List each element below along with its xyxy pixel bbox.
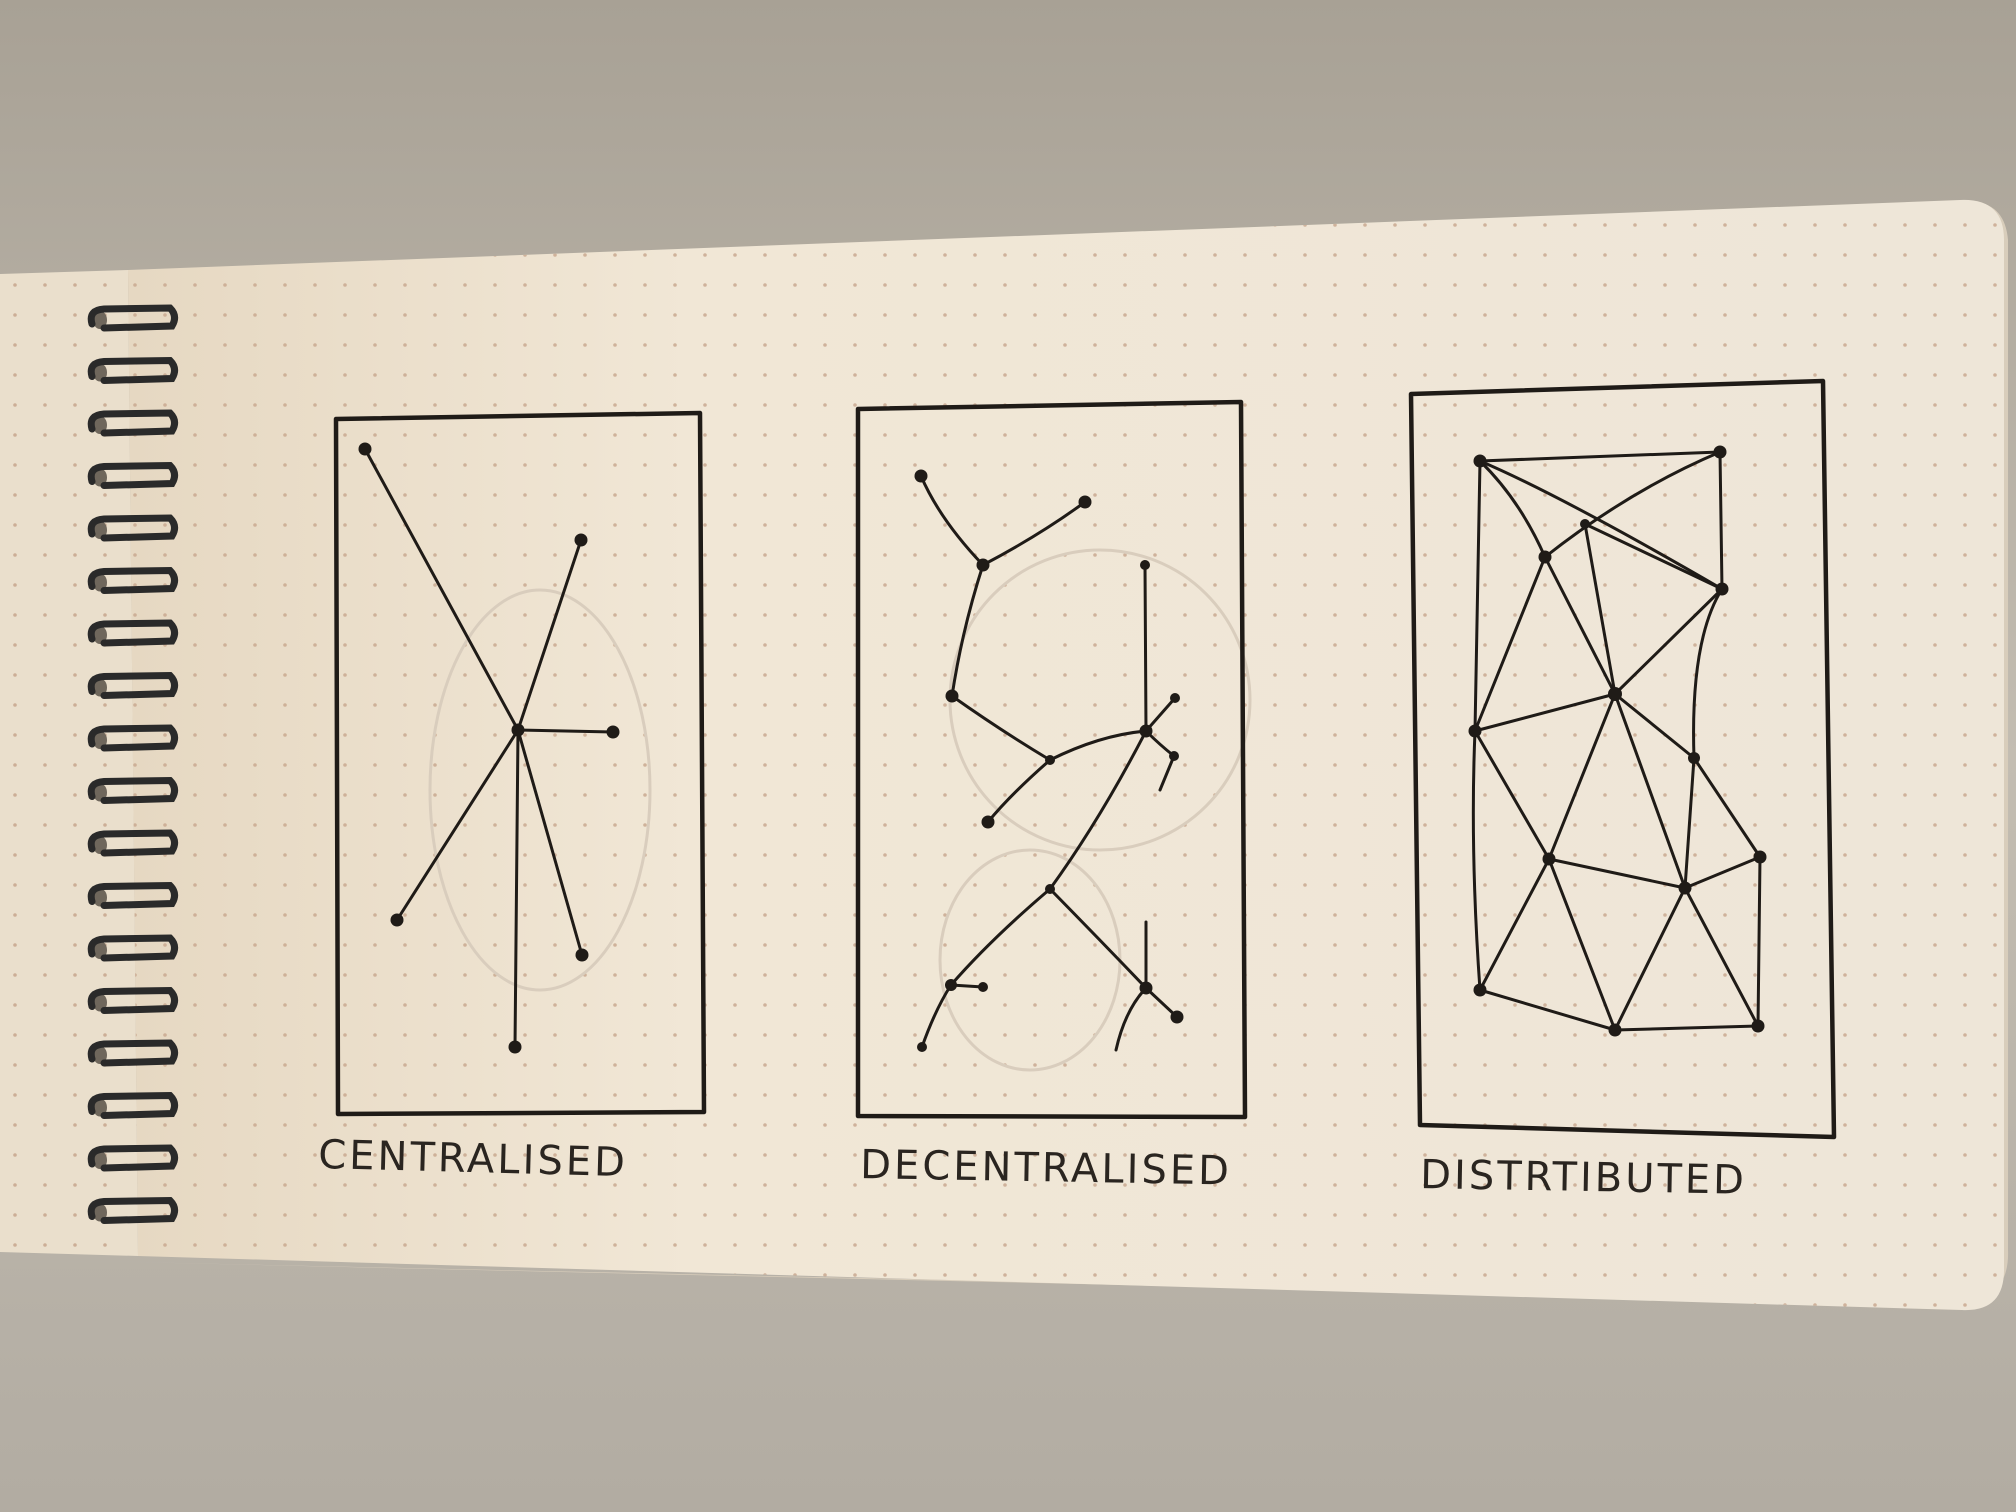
node xyxy=(1468,724,1482,738)
node xyxy=(1580,519,1590,529)
punch-hole xyxy=(93,993,107,1012)
node-group xyxy=(358,442,620,1054)
node xyxy=(1140,560,1150,570)
edge-group xyxy=(1471,450,1762,1032)
punch-hole xyxy=(93,363,107,382)
node xyxy=(508,1040,522,1054)
node xyxy=(917,1042,927,1052)
spiral-ring xyxy=(87,461,179,489)
node xyxy=(1078,495,1092,509)
node xyxy=(1688,752,1700,764)
node xyxy=(574,533,588,547)
spiral-ring xyxy=(87,1039,179,1067)
spiral-ring xyxy=(87,934,179,962)
diagram-decentralised: DECENTRALISED xyxy=(855,399,1248,1194)
node xyxy=(914,469,928,483)
node xyxy=(1608,687,1622,701)
punch-hole xyxy=(93,1046,107,1064)
punch-hole xyxy=(93,311,107,329)
diagram-frame xyxy=(333,410,707,1117)
diagram-label: CENTRALISED xyxy=(318,1132,629,1186)
diagram-centralised: CENTRALISED xyxy=(318,410,707,1186)
node-group xyxy=(914,469,1184,1052)
punch-hole xyxy=(93,1203,107,1222)
spiral-binding-icon xyxy=(87,304,179,1224)
spiral-ring xyxy=(87,1196,179,1224)
node xyxy=(1169,751,1179,761)
punch-hole xyxy=(93,941,107,959)
punch-hole xyxy=(93,468,107,487)
node xyxy=(1139,724,1153,738)
node xyxy=(1678,881,1692,895)
spiral-ring xyxy=(87,986,179,1014)
punch-hole xyxy=(93,783,107,802)
node xyxy=(945,689,959,703)
punch-hole xyxy=(93,416,107,434)
node xyxy=(1753,850,1767,864)
diagram-frame xyxy=(855,399,1248,1120)
node xyxy=(358,442,372,456)
node xyxy=(575,948,589,962)
punch-hole xyxy=(93,888,107,907)
edge-group xyxy=(363,447,615,1049)
spiral-ring xyxy=(87,566,179,594)
diagram-label: DISTRTIBUTED xyxy=(1420,1152,1748,1204)
punch-hole xyxy=(93,1098,107,1117)
node xyxy=(390,913,404,927)
node xyxy=(1538,550,1552,564)
node xyxy=(1751,1019,1765,1033)
node xyxy=(945,979,957,991)
spiral-ring xyxy=(87,356,179,384)
node xyxy=(1713,445,1727,459)
node-group xyxy=(1468,445,1767,1037)
node xyxy=(1170,1010,1184,1024)
spiral-ring xyxy=(87,514,179,542)
diagram-label: DECENTRALISED xyxy=(860,1142,1232,1194)
spiral-ring xyxy=(87,776,179,804)
punch-hole xyxy=(93,731,107,749)
punch-hole xyxy=(93,626,107,644)
node xyxy=(978,982,988,992)
punch-hole xyxy=(93,521,107,539)
node xyxy=(1473,983,1487,997)
spiral-ring xyxy=(87,409,179,437)
node xyxy=(1170,693,1180,703)
node xyxy=(1139,981,1153,995)
spiral-ring xyxy=(87,724,179,752)
spiral-ring xyxy=(87,1144,179,1172)
node xyxy=(976,558,990,572)
spiral-ring xyxy=(87,619,179,647)
punch-hole xyxy=(93,1151,107,1169)
punch-hole xyxy=(93,573,107,592)
node xyxy=(1542,852,1556,866)
node xyxy=(1715,582,1729,596)
node xyxy=(1045,755,1055,765)
spiral-ring xyxy=(87,304,179,332)
spiral-ring xyxy=(87,829,179,857)
spiral-ring xyxy=(87,881,179,909)
punch-hole xyxy=(93,836,107,854)
node xyxy=(1608,1023,1622,1037)
node xyxy=(606,725,620,739)
diagram-frame xyxy=(1408,378,1837,1140)
spiral-ring xyxy=(87,671,179,699)
punch-hole xyxy=(93,678,107,697)
node xyxy=(981,815,995,829)
diagram-distributed: DISTRTIBUTED xyxy=(1408,378,1837,1204)
node xyxy=(1473,454,1487,468)
node xyxy=(1045,884,1055,894)
spiral-ring xyxy=(87,1091,179,1119)
node xyxy=(511,723,525,737)
